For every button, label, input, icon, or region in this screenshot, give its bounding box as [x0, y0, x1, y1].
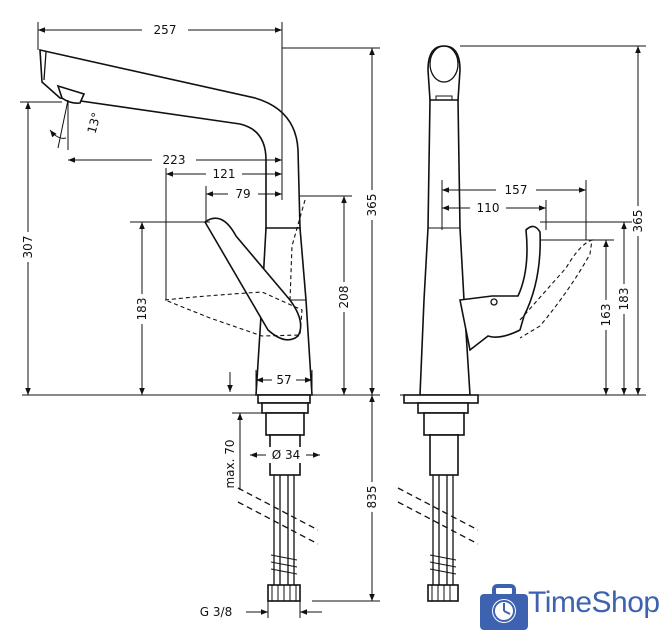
- front-hoses: [267, 475, 301, 602]
- front-dimensions: [20, 21, 380, 618]
- front-shank-top: [261, 402, 309, 414]
- dim-121: 121: [213, 167, 236, 181]
- dim-365-side: 365: [631, 210, 645, 233]
- front-view: [22, 48, 380, 602]
- dim-79: 79: [235, 187, 250, 201]
- spout-tip-ring: [43, 51, 47, 81]
- front-lever: [203, 217, 302, 341]
- side-view: [397, 45, 646, 602]
- side-lever-pivot: [490, 298, 498, 306]
- side-column: [419, 99, 471, 396]
- dim-223: 223: [163, 153, 186, 167]
- front-shank-nut: [265, 412, 305, 436]
- dim-208: 208: [337, 286, 351, 309]
- side-lever-alt: [519, 239, 593, 339]
- timeshop-logo: TimeShop: [472, 580, 667, 630]
- dim-max-70: max. 70: [223, 439, 237, 488]
- dim-diameter-34: Ø 34: [272, 448, 301, 462]
- side-break-lines: [397, 487, 479, 545]
- dim-157: 157: [505, 183, 528, 197]
- dim-57: 57: [276, 373, 291, 387]
- dim-257: 257: [154, 23, 177, 37]
- dim-13-deg: 13°: [85, 111, 104, 135]
- front-aerator: [56, 84, 86, 104]
- side-shank-top: [417, 402, 469, 414]
- front-swivel-alt: [289, 199, 306, 301]
- dim-110: 110: [477, 201, 500, 215]
- dim-835: 835: [365, 486, 379, 509]
- side-base-plate: [403, 394, 479, 404]
- timeshop-logo-icon: [480, 584, 528, 630]
- dim-365-front: 365: [365, 194, 379, 217]
- logo-text: TimeShop: [528, 586, 660, 619]
- dim-183-side: 183: [617, 288, 631, 311]
- front-break-lines: [237, 487, 319, 545]
- side-shank-nut: [423, 412, 465, 436]
- side-lever: [459, 225, 541, 352]
- dim-307: 307: [21, 236, 35, 259]
- side-hoses: [427, 475, 459, 602]
- side-shank: [429, 434, 459, 476]
- front-spout: [39, 48, 301, 231]
- dim-g-3-8: G 3/8: [200, 605, 232, 619]
- dim-183-front: 183: [135, 298, 149, 321]
- side-dimensions: [441, 45, 646, 395]
- dim-163: 163: [599, 304, 613, 327]
- front-base-plate: [257, 394, 311, 404]
- front-lever-alt: [164, 291, 303, 337]
- side-spout-cap: [429, 45, 459, 83]
